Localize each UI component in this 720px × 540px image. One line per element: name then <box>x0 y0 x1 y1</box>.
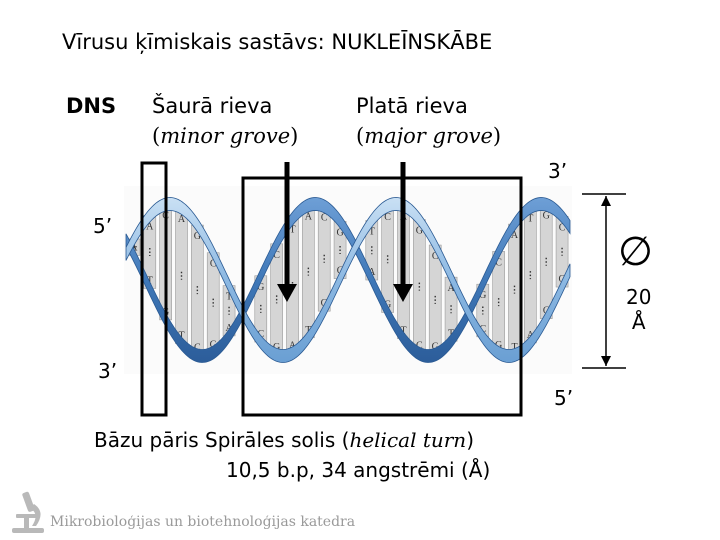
strand-end-3-left: 3’ <box>98 359 118 383</box>
caption-line-2: 10,5 b.p, 34 angstrēmi (Å) <box>226 458 491 482</box>
strand-end-3-top: 3’ <box>548 159 568 183</box>
base-label: C <box>194 342 201 353</box>
footer-department: Mikrobioloģijas un biotehnoloģijas kated… <box>50 514 356 530</box>
page-title: Vīrusu ķīmiskais sastāvs: NUKLEĪNSKĀBE <box>62 30 493 54</box>
base-label: T <box>527 213 533 224</box>
base-label: T <box>289 225 295 236</box>
base-label: G <box>432 342 439 353</box>
base-label: G <box>495 340 502 351</box>
minor-groove-term: minor grove <box>160 124 291 148</box>
base-label: G <box>479 290 486 301</box>
base-label: G <box>336 227 343 238</box>
helical-turn-box <box>241 176 523 417</box>
diameter-number: 20 <box>626 285 652 309</box>
helix-strand-light <box>125 197 571 363</box>
base-label: A <box>368 267 376 278</box>
major-groove-close-paren: ) <box>492 124 502 148</box>
microscope-logo-icon <box>12 491 44 533</box>
base-label: A <box>178 214 186 225</box>
base-label: G <box>416 226 423 237</box>
base-label: C <box>321 212 328 223</box>
helix-strand-dark <box>125 197 571 363</box>
base-label: G <box>257 282 264 293</box>
base-label: T <box>147 275 153 286</box>
minor-groove-box <box>140 161 168 417</box>
base-label: T <box>511 342 517 353</box>
major-groove-arrow <box>393 162 413 302</box>
base-label: T <box>369 226 375 237</box>
base-label: C <box>495 257 502 268</box>
major-groove-label: Platā rieva (major grove) <box>356 91 501 151</box>
diameter-value: 20 Å <box>626 285 651 335</box>
base-label: A <box>146 222 154 233</box>
base-label: G <box>210 340 217 351</box>
minor-groove-name: Šaurā rieva <box>152 94 273 118</box>
base-label: A <box>447 283 455 294</box>
diameter-symbol: ∅ <box>618 229 653 275</box>
base-label: T <box>400 326 406 337</box>
caption-line-1: Bāzu pāris Spirāles solis (helical turn) <box>94 428 474 452</box>
helix-front-strand <box>125 197 571 363</box>
base-label: C <box>257 329 264 340</box>
base-label: A <box>511 230 519 241</box>
strand-end-5-left: 5’ <box>93 214 113 238</box>
base-label: A <box>305 211 313 222</box>
base-label: G <box>558 274 565 285</box>
base-label: T <box>305 325 311 336</box>
base-label: G <box>384 299 391 310</box>
base-label: G <box>321 298 328 309</box>
minor-groove-label: Šaurā rieva (minor grove) <box>152 91 298 151</box>
major-groove-term: major grove <box>364 124 493 148</box>
diameter-unit: Å <box>631 310 646 334</box>
minor-groove-close-paren: ) <box>290 124 299 148</box>
major-groove-open-paren: ( <box>356 124 365 148</box>
minor-groove-arrow <box>277 162 297 302</box>
caption-prefix: Bāzu pāris Spirāles solis ( <box>94 428 350 452</box>
base-label: A <box>130 242 138 253</box>
diameter-dimension-line <box>582 193 626 369</box>
base-label: T <box>226 292 232 303</box>
base-label: C <box>559 222 566 233</box>
base-label: G <box>543 211 550 222</box>
base-label: G <box>194 231 201 242</box>
helix-back-strand <box>125 197 571 363</box>
base-label: A <box>289 340 297 351</box>
caption-term: helical turn <box>349 428 467 452</box>
base-label: C <box>479 324 486 335</box>
base-label: C <box>384 212 391 223</box>
base-label: T <box>448 328 454 339</box>
base-label: C <box>210 259 217 270</box>
base-label: C <box>416 341 423 352</box>
base-label: T <box>178 331 184 342</box>
major-groove-name: Platā rieva <box>356 94 468 118</box>
caption-suffix: ) <box>466 428 474 452</box>
base-label: G <box>273 342 280 353</box>
base-label: C <box>273 250 280 261</box>
dns-label: DNS <box>66 94 117 118</box>
base-label: C <box>432 251 439 262</box>
strand-end-5-bottom: 5’ <box>554 386 574 410</box>
minor-groove-open-paren: ( <box>152 124 161 148</box>
